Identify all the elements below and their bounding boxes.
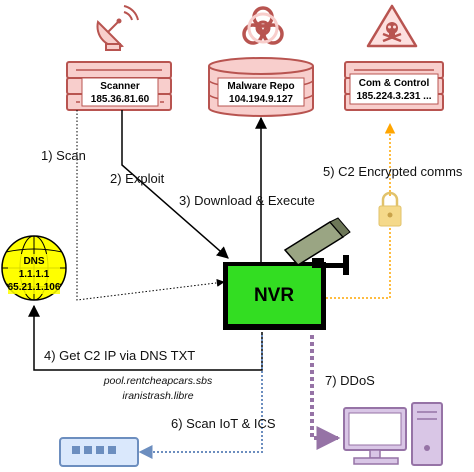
step-download-label: 3) Download & Execute	[179, 193, 315, 208]
malware-repo-name: Malware Repo	[227, 81, 294, 92]
malware-repo-ip: 104.194.9.127	[229, 94, 293, 105]
domain-1: pool.rentcheapcars.sbs	[103, 375, 213, 387]
nvr-label: NVR	[254, 285, 294, 306]
c2-comms-arrow	[326, 124, 390, 299]
skull-crossbones-icon	[366, 4, 418, 48]
step-scan-label: 1) Scan	[41, 148, 86, 163]
exploit-arrow	[121, 110, 229, 259]
ddos-arrow	[310, 335, 341, 450]
step-ddos-label: 7) DDoS	[325, 373, 375, 388]
step-scan-iot-label: 6) Scan IoT & ICS	[171, 416, 276, 431]
router-icon	[59, 437, 139, 467]
malware-repo-server: Malware Repo 104.194.9.127	[208, 57, 314, 117]
c2-name: Com & Control	[359, 78, 430, 89]
scanner-name: Scanner	[100, 81, 140, 92]
satellite-dish-icon	[96, 5, 139, 51]
scanner-server: Scanner 185.36.81.60	[66, 61, 172, 111]
dns-node: DNS 1.1.1.1 65.21.1.106	[1, 235, 67, 301]
scan-arrow	[76, 110, 225, 301]
dns-ip-2: 65.21.1.106	[8, 282, 61, 293]
c2-server: Com & Control 185.224.3.231 ...	[344, 61, 444, 111]
scan-iot-arrow	[138, 335, 263, 459]
step-exploit-label: 2) Exploit	[110, 171, 165, 186]
biohazard-icon	[242, 6, 284, 45]
nvr-device: NVR	[223, 262, 326, 330]
desktop-computer-icon	[343, 402, 443, 466]
dns-ip-1: 1.1.1.1	[19, 269, 50, 280]
c2-ip: 185.224.3.231 ...	[356, 91, 431, 102]
padlock-icon	[378, 191, 402, 227]
domain-2: iranistrash.libre	[122, 390, 193, 402]
step-c2-label: 5) C2 Encrypted comms	[323, 164, 463, 179]
dns-name: DNS	[23, 256, 44, 267]
scanner-ip: 185.36.81.60	[91, 94, 150, 105]
security-camera-icon	[283, 217, 351, 275]
step-dns-label: 4) Get C2 IP via DNS TXT	[44, 348, 195, 363]
